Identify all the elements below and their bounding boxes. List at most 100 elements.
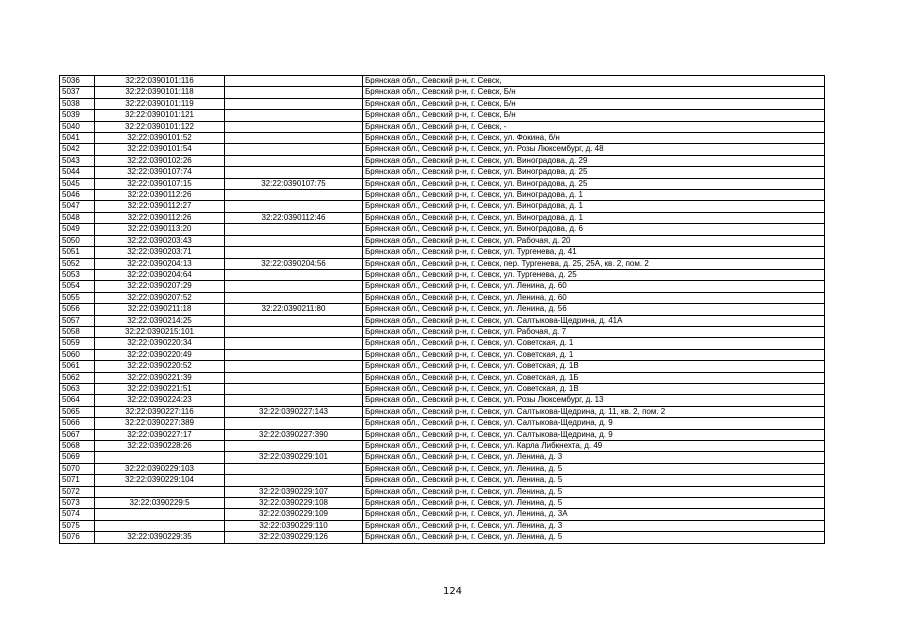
related-cadastral-number-cell: 32:22:0390107:75 (224, 177, 363, 191)
address-cell: Брянская обл., Севский р-н, г. Севск, ул… (362, 508, 825, 521)
cadastral-number-cell: 32:22:0390203:43 (94, 234, 225, 248)
related-cadastral-number-cell: 32:22:0390229:108 (224, 497, 363, 510)
address-cell: Брянская обл., Севский р-н, г. Севск, ул… (362, 462, 825, 476)
address-cell: Брянская обл., Севский р-н, г. Севск, ул… (362, 394, 825, 407)
row-number-cell: 5046 (59, 189, 95, 202)
related-cadastral-number-cell (224, 86, 363, 99)
cadastral-number-cell: 32:22:0390107:74 (94, 166, 225, 179)
cadastral-number-cell: 32:22:0390101:118 (94, 86, 225, 99)
related-cadastral-number-cell: 32:22:0390211:80 (224, 303, 363, 316)
row-number-cell: 5045 (59, 177, 95, 191)
row-number-cell: 5039 (59, 109, 95, 122)
related-cadastral-number-cell (224, 348, 363, 362)
related-cadastral-number-cell (224, 189, 363, 202)
row-number-cell: 5042 (59, 143, 95, 156)
address-cell: Брянская обл., Севский р-н, г. Севск, - (362, 120, 825, 134)
related-cadastral-number-cell (224, 360, 363, 373)
row-number-cell: 5053 (59, 268, 95, 282)
row-number-cell: 5048 (59, 211, 95, 225)
related-cadastral-number-cell (224, 143, 363, 156)
cadastral-number-cell: 32:22:0390214:25 (94, 314, 225, 327)
address-cell: Брянская обл., Севский р-н, г. Севск, ул… (362, 348, 825, 362)
related-cadastral-number-cell (224, 382, 363, 396)
cadastral-number-cell: 32:22:0390112:27 (94, 200, 225, 213)
row-number-cell: 5074 (59, 508, 95, 521)
address-cell: Брянская обл., Севский р-н, г. Севск, ул… (362, 382, 825, 396)
address-cell: Брянская обл., Севский р-н, г. Севск, ул… (362, 451, 825, 464)
row-number-cell: 5072 (59, 485, 95, 499)
row-number-cell: 5040 (59, 120, 95, 134)
related-cadastral-number-cell: 32:22:0390112:46 (224, 211, 363, 225)
related-cadastral-number-cell (224, 223, 363, 236)
row-number-cell: 5075 (59, 519, 95, 533)
address-cell: Брянская обл., Севский р-н, г. Севск, ул… (362, 325, 825, 339)
cadastral-number-cell: 32:22:0390229:104 (94, 474, 225, 487)
address-cell: Брянская обл., Севский р-н, г. Севск, ул… (362, 291, 825, 305)
address-cell: Брянская обл., Севский р-н, г. Севск, ул… (362, 303, 825, 316)
row-number-cell: 5058 (59, 325, 95, 339)
related-cadastral-number-cell (224, 417, 363, 430)
related-cadastral-number-cell (224, 109, 363, 122)
related-cadastral-number-cell (224, 337, 363, 350)
related-cadastral-number-cell (224, 280, 363, 293)
related-cadastral-number-cell (224, 439, 363, 453)
related-cadastral-number-cell (224, 268, 363, 282)
related-cadastral-number-cell: 32:22:0390229:107 (224, 485, 363, 499)
address-cell: Брянская обл., Севский р-н, г. Севск, Б/… (362, 97, 825, 111)
cadastral-number-cell: 32:22:0390207:52 (94, 291, 225, 305)
cadastral-number-cell: 32:22:0390203:71 (94, 246, 225, 259)
row-number-cell: 5055 (59, 291, 95, 305)
cadastral-number-cell (94, 519, 225, 533)
address-cell: Брянская обл., Севский р-н, г. Севск, Б/… (362, 109, 825, 122)
cadastral-number-cell: 32:22:0390101:121 (94, 109, 225, 122)
row-number-cell: 5043 (59, 154, 95, 168)
address-cell: Брянская обл., Севский р-н, г. Севск, ул… (362, 234, 825, 248)
row-number-cell: 5057 (59, 314, 95, 327)
address-cell: Брянская обл., Севский р-н, г. Севск, ул… (362, 211, 825, 225)
row-number-cell: 5062 (59, 371, 95, 384)
cadastral-number-cell: 32:22:0390101:122 (94, 120, 225, 134)
address-cell: Брянская обл., Севский р-н, г. Севск, ул… (362, 268, 825, 282)
related-cadastral-number-cell (224, 97, 363, 111)
cadastral-number-cell: 32:22:0390112:26 (94, 211, 225, 225)
row-number-cell: 5064 (59, 394, 95, 407)
related-cadastral-number-cell (224, 462, 363, 476)
row-number-cell: 5060 (59, 348, 95, 362)
page-number: 124 (442, 586, 463, 597)
row-number-cell: 5050 (59, 234, 95, 248)
row-number-cell: 5076 (59, 531, 95, 544)
related-cadastral-number-cell (224, 132, 363, 145)
row-number-cell: 5056 (59, 303, 95, 316)
cadastral-number-cell: 32:22:0390229:103 (94, 462, 225, 476)
row-number-cell: 5038 (59, 97, 95, 111)
address-cell: Брянская обл., Севский р-н, г. Севск, ул… (362, 189, 825, 202)
related-cadastral-number-cell (224, 394, 363, 407)
row-number-cell: 5073 (59, 497, 95, 510)
related-cadastral-number-cell: 32:22:0390227:390 (224, 428, 363, 442)
row-number-cell: 5065 (59, 405, 95, 419)
address-cell: Брянская обл., Севский р-н, г. Севск, ул… (362, 417, 825, 430)
